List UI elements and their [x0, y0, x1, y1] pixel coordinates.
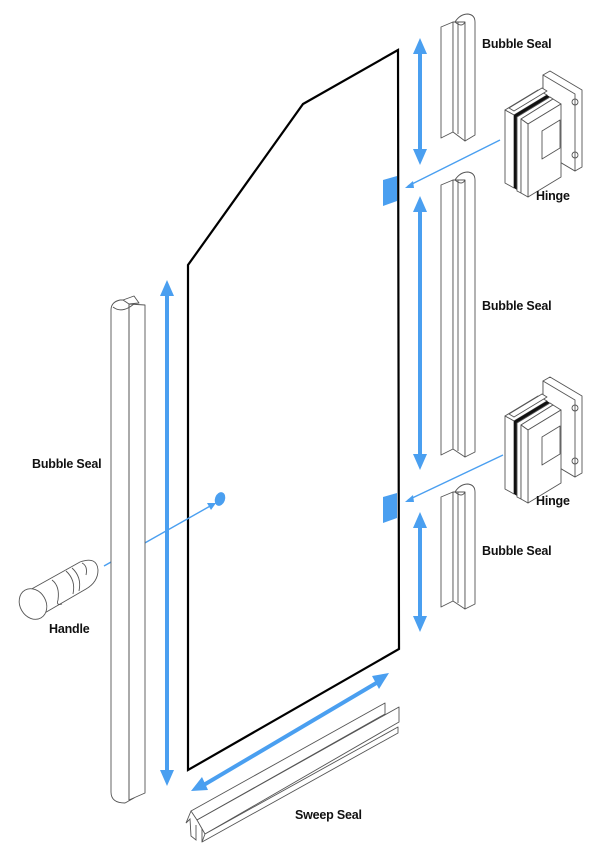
leader-hinge-top — [405, 139, 501, 188]
label-bubble-seal-middle: Bubble Seal — [482, 299, 551, 313]
bubble-seal-bottom-part — [440, 483, 476, 610]
left-height-arrow — [160, 280, 174, 786]
hinge-top-part — [504, 70, 583, 198]
right-top-arrow — [413, 38, 427, 165]
hinge-bottom-part — [504, 376, 583, 504]
bubble-seal-left-part — [110, 295, 146, 804]
label-bubble-seal-bottom: Bubble Seal — [482, 544, 551, 558]
label-bubble-seal-left: Bubble Seal — [32, 457, 101, 471]
label-hinge-top: Hinge — [536, 189, 570, 203]
leader-hinge-bottom — [405, 454, 504, 502]
label-handle: Handle — [49, 622, 90, 636]
handle-part — [18, 559, 99, 620]
bottom-width-arrow — [191, 673, 389, 791]
right-middle-arrow — [413, 196, 427, 470]
hinge-marker-top — [383, 176, 397, 206]
bubble-seal-middle-part — [440, 171, 476, 458]
right-bottom-arrow — [413, 512, 427, 632]
bubble-seal-top-part — [440, 13, 476, 142]
label-sweep-seal: Sweep Seal — [295, 808, 362, 822]
label-bubble-seal-top: Bubble Seal — [482, 37, 551, 51]
label-hinge-bottom: Hinge — [536, 494, 570, 508]
hinge-marker-bottom — [383, 493, 397, 523]
glass-door-panel — [186, 48, 401, 772]
sweep-seal-part — [185, 702, 400, 843]
handle-hole-marker — [214, 492, 226, 506]
